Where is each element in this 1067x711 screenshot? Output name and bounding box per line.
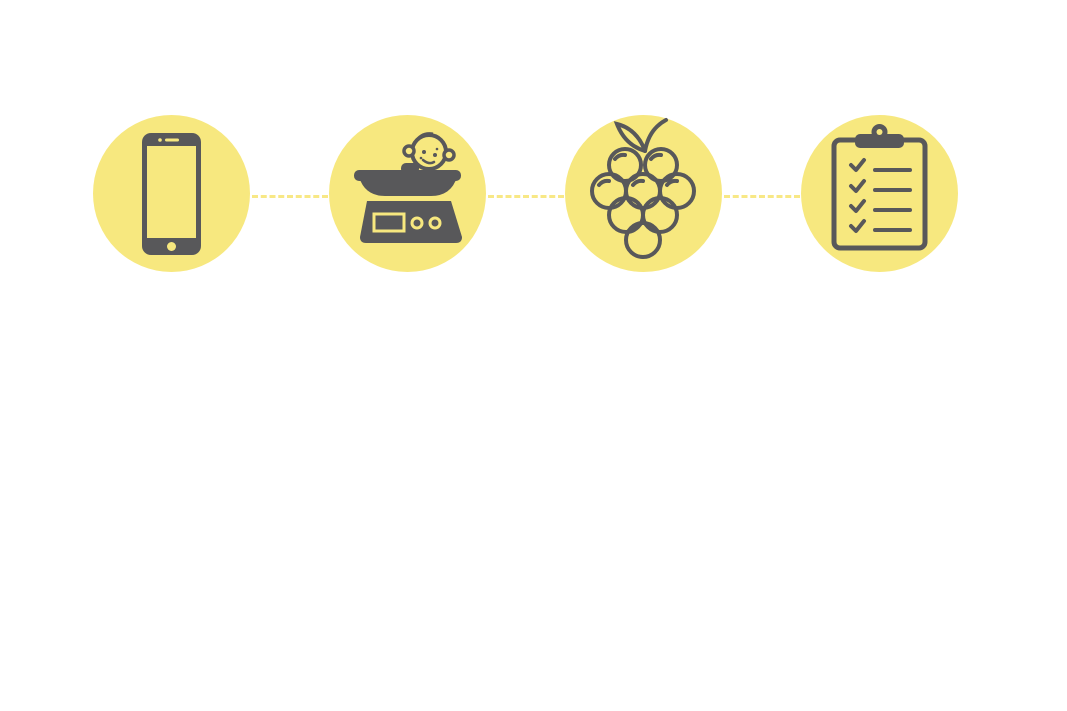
step-2	[329, 115, 486, 272]
connector-line-3	[724, 195, 800, 198]
connector-line-2	[488, 195, 564, 198]
step-4	[801, 115, 958, 272]
step-3	[565, 115, 722, 272]
step-1	[93, 115, 250, 272]
baby-scale-icon	[354, 132, 462, 243]
grapes-icon	[590, 118, 696, 259]
connector-line-1	[252, 195, 328, 198]
smartphone-icon	[142, 133, 201, 255]
clipboard-checklist-icon	[831, 124, 928, 251]
